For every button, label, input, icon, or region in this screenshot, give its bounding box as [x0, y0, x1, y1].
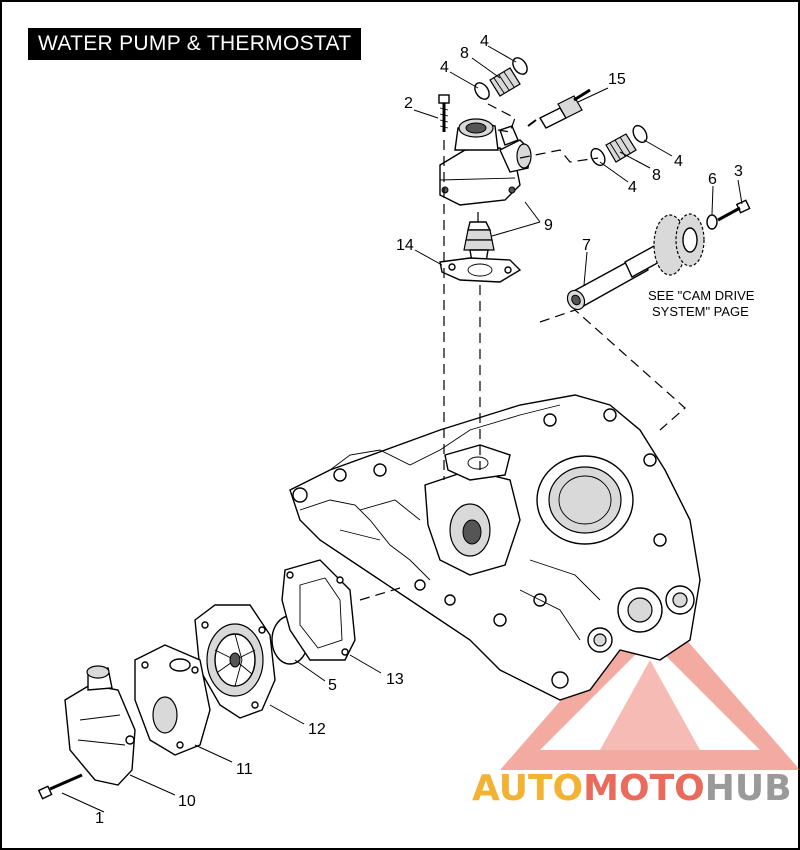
cam-drive-note: SEE "CAM DRIVE SYSTEM" PAGE [648, 288, 755, 319]
thermostat-housing [439, 118, 532, 206]
crankcase-housing [289, 394, 701, 701]
water-pump-cover [64, 665, 136, 786]
callout-14: 14 [396, 237, 414, 254]
housing-bolt [438, 94, 450, 132]
watermark-part-hub: HUB [705, 768, 792, 809]
callout-3: 3 [734, 163, 743, 180]
note-line-1: SEE "CAM DRIVE [648, 288, 755, 303]
callout-4-top: 4 [480, 33, 489, 50]
callout-8-top: 8 [460, 45, 469, 62]
callout-leaders [61, 45, 743, 813]
assembly-guide-lines [359, 103, 686, 601]
pump-cover-plate [134, 644, 211, 756]
cam-drive-assembly [566, 199, 751, 311]
callout-2: 2 [404, 95, 413, 112]
watermark-part-auto: AUTO [472, 768, 583, 809]
callout-1: 1 [95, 810, 104, 827]
callout-6: 6 [708, 171, 717, 188]
callout-12: 12 [308, 721, 326, 738]
callout-13: 13 [386, 671, 404, 688]
callout-10: 10 [178, 793, 196, 810]
impeller-housing [194, 604, 276, 719]
callout-7: 7 [582, 237, 591, 254]
callout-labels: 1 2 3 4 4 4 4 5 6 7 8 8 9 10 11 12 13 14… [95, 33, 743, 827]
watermark-logo [500, 598, 800, 770]
note-line-2: SYSTEM" PAGE [652, 304, 749, 319]
thermostat-gasket [439, 257, 522, 283]
thermostat-element [463, 212, 495, 263]
diagram-title: WATER PUMP & THERMOSTAT [28, 28, 362, 60]
callout-5: 5 [328, 677, 337, 694]
upper-fitting-assembly [474, 57, 528, 100]
pump-gasket [281, 559, 356, 661]
watermark-text: AUTOMOTOHUB [472, 768, 792, 809]
side-fitting-assembly [590, 124, 648, 167]
pump-cover-screw [37, 773, 83, 800]
callout-11: 11 [236, 761, 253, 778]
callout-4-right: 4 [674, 153, 683, 170]
callout-15: 15 [608, 71, 626, 88]
callout-9: 9 [544, 217, 553, 234]
watermark-part-moto: MOTO [583, 768, 705, 809]
callout-4-lower: 4 [628, 179, 637, 196]
callout-8-right: 8 [652, 167, 661, 184]
callout-4-left: 4 [440, 59, 449, 76]
temperature-sensor [527, 88, 591, 129]
